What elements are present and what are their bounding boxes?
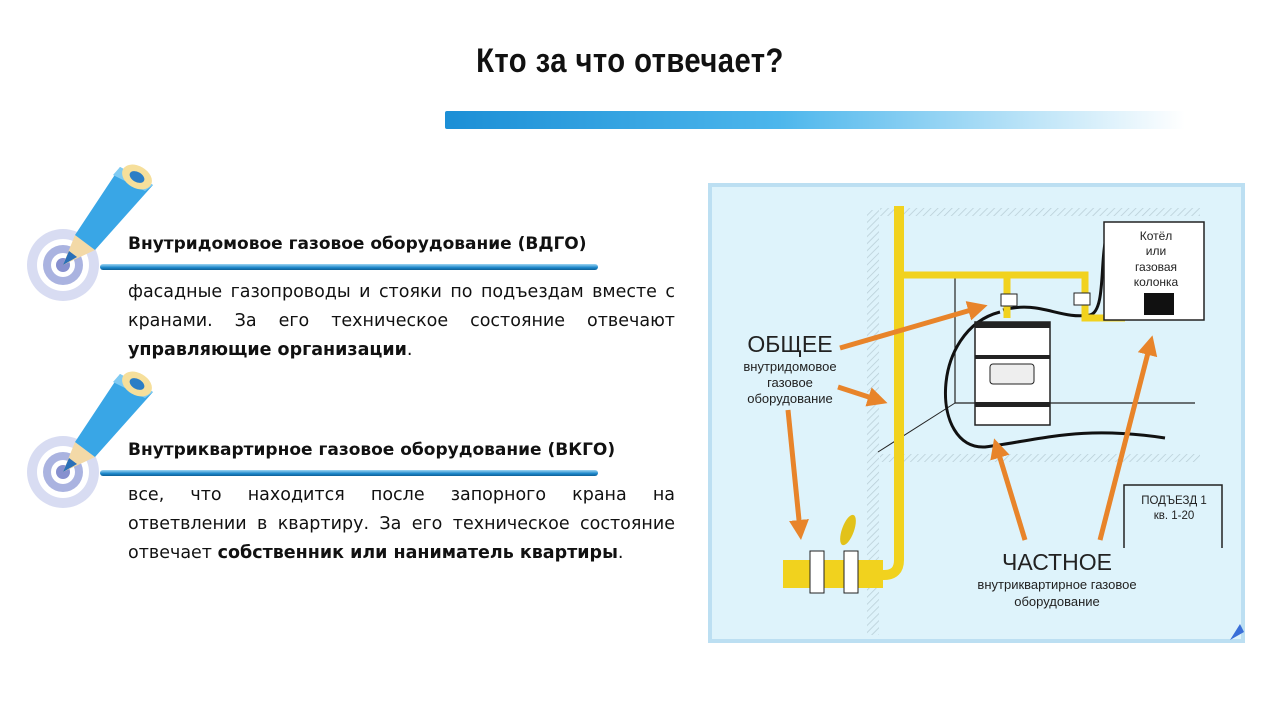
responsible-party: управляющие организации bbox=[128, 340, 407, 360]
title-underline-bar bbox=[445, 111, 1185, 129]
private-sublabel: внутриквартирное газовое bbox=[977, 577, 1136, 592]
section-text-vdgo: фасадные газопроводы и стояки по подъезд… bbox=[128, 278, 675, 365]
boiler-label: Котёл bbox=[1140, 229, 1173, 243]
gas-stove-icon bbox=[974, 321, 1051, 426]
common-sublabel: внутридомовое bbox=[743, 359, 836, 374]
gas-equipment-diagram: Котёл или газовая колонка ПОДЪЕЗД 1 кв. … bbox=[708, 183, 1245, 643]
section-divider bbox=[100, 470, 598, 476]
responsible-party: собственник или наниматель квартиры bbox=[217, 543, 618, 563]
text: фасадные газопроводы и стояки по подъезд… bbox=[128, 282, 675, 331]
section-heading-vkgo: Внутриквартирное газовое оборудование (В… bbox=[128, 440, 616, 460]
pencil-icon bbox=[27, 371, 153, 508]
section-divider bbox=[100, 264, 598, 270]
common-sublabel: оборудование bbox=[747, 391, 833, 406]
private-label: ЧАСТНОЕ bbox=[1002, 549, 1112, 575]
entrance-label: ПОДЪЕЗД 1 bbox=[1141, 495, 1207, 507]
boiler-label: колонка bbox=[1134, 275, 1179, 289]
text-end: . bbox=[406, 340, 413, 360]
entrance-label: кв. 1-20 bbox=[1154, 510, 1195, 522]
text-end: . bbox=[617, 543, 624, 563]
common-sublabel: газовое bbox=[767, 375, 813, 390]
slide-title: Кто за что отвечает? bbox=[476, 42, 784, 80]
private-sublabel: оборудование bbox=[1014, 594, 1100, 609]
common-label: ОБЩЕЕ bbox=[747, 331, 832, 357]
text: все, что находится после запорного крана… bbox=[128, 485, 675, 563]
boiler-label: газовая bbox=[1135, 260, 1177, 274]
section-heading-vdgo: Внутридомовое газовое оборудование (ВДГО… bbox=[128, 234, 587, 254]
section-text-vkgo: все, что находится после запорного крана… bbox=[128, 481, 675, 568]
pencil-icon bbox=[27, 164, 153, 301]
boiler-label: или bbox=[1146, 244, 1166, 258]
